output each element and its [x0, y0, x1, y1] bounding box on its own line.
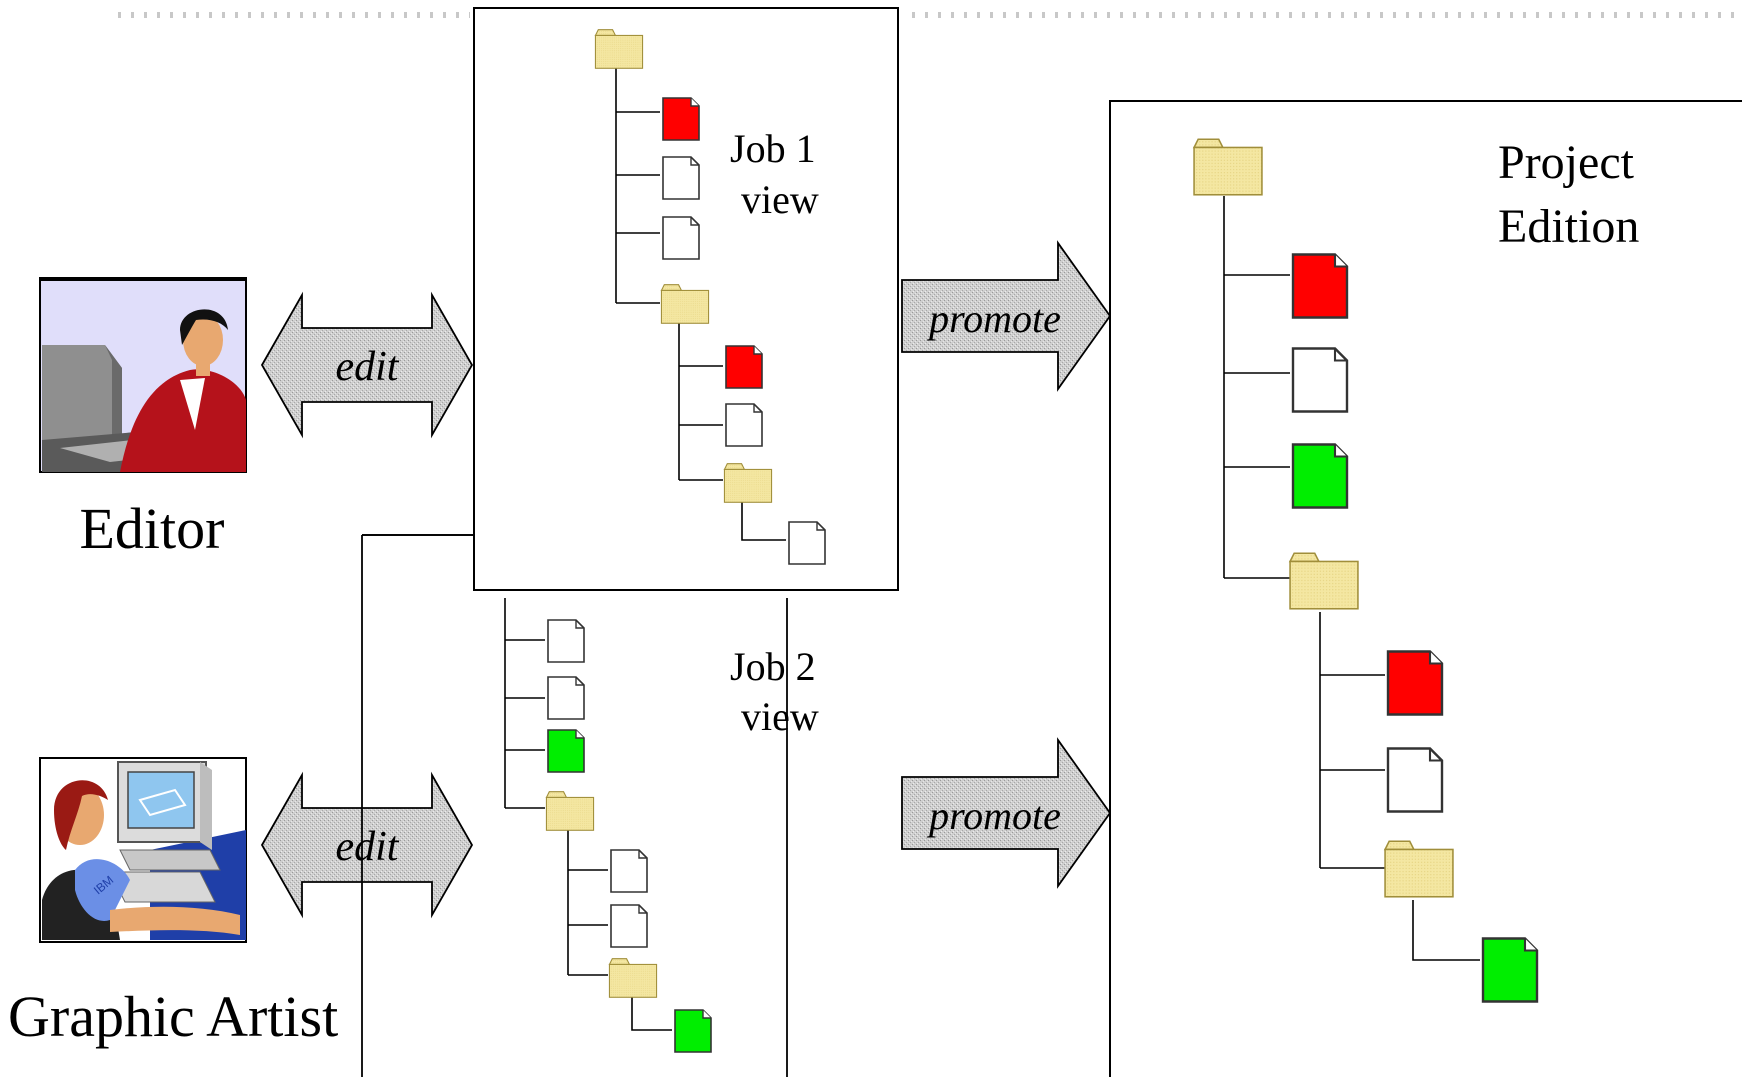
- promote-arrow-job1: [901, 240, 1112, 392]
- job1-file-icon: [788, 521, 826, 565]
- job1-folder-icon: [594, 29, 644, 69]
- job1-view-label-line2: view: [741, 177, 819, 222]
- edit-arrow-editor-label: edit: [336, 344, 400, 390]
- job2-folder-icon: [545, 791, 595, 831]
- edit-arrow-artist: [260, 771, 474, 919]
- edit-arrow-artist-label: edit: [336, 824, 400, 870]
- job2-folder-icon: [608, 958, 658, 998]
- project-folder-icon: [1289, 552, 1359, 610]
- graphic-artist-label: Graphic Artist: [8, 984, 338, 1049]
- job1-file-red-icon: [662, 97, 700, 141]
- editor-label: Editor: [80, 496, 225, 561]
- project-tree-lines: [1223, 196, 1480, 961]
- project-file-icon: [1291, 347, 1349, 413]
- job2-file-icon: [610, 849, 648, 893]
- job2-file-icon: [547, 619, 585, 663]
- project-file-red-icon: [1291, 253, 1349, 319]
- job1-file-icon: [662, 216, 700, 260]
- job2-tree-lines: [504, 598, 672, 1031]
- project-file-green-icon: [1291, 443, 1349, 509]
- promote-arrow-job2: [901, 737, 1112, 889]
- job2-file-icon: [610, 904, 648, 948]
- job2-view-label-line2: view: [741, 694, 819, 739]
- job2-file-green-icon: [674, 1009, 712, 1053]
- job2-view-label-line1: Job 2: [730, 644, 816, 689]
- job1-file-red-icon: [725, 345, 763, 389]
- edit-arrow-editor: [260, 291, 474, 439]
- job2-file-green-icon: [547, 729, 585, 773]
- job2-tree-items: [545, 619, 712, 1053]
- job2-file-icon: [547, 676, 585, 720]
- promote-arrow-job1-label: promote: [926, 296, 1061, 341]
- job1-file-icon: [725, 403, 763, 447]
- project-folder-icon: [1384, 840, 1454, 898]
- job1-tree-lines: [615, 68, 786, 541]
- project-file-red-icon: [1386, 650, 1444, 716]
- project-edition-label-line2: Edition: [1498, 200, 1639, 253]
- project-file-green-icon: [1481, 937, 1539, 1003]
- editor-person-at-computer-icon: [39, 277, 247, 473]
- graphic-artist-at-computer-icon: IBM: [39, 757, 247, 943]
- job1-folder-icon: [660, 284, 710, 324]
- project-edition-label-line1: Project: [1498, 136, 1635, 189]
- project-edition-box: [1109, 100, 1742, 1077]
- job1-file-icon: [662, 156, 700, 200]
- project-file-icon: [1386, 747, 1444, 813]
- project-folder-icon: [1193, 138, 1263, 196]
- job1-view-label-line1: Job 1: [730, 126, 816, 171]
- job1-folder-icon: [723, 463, 773, 503]
- promote-arrow-job2-label: promote: [926, 793, 1061, 838]
